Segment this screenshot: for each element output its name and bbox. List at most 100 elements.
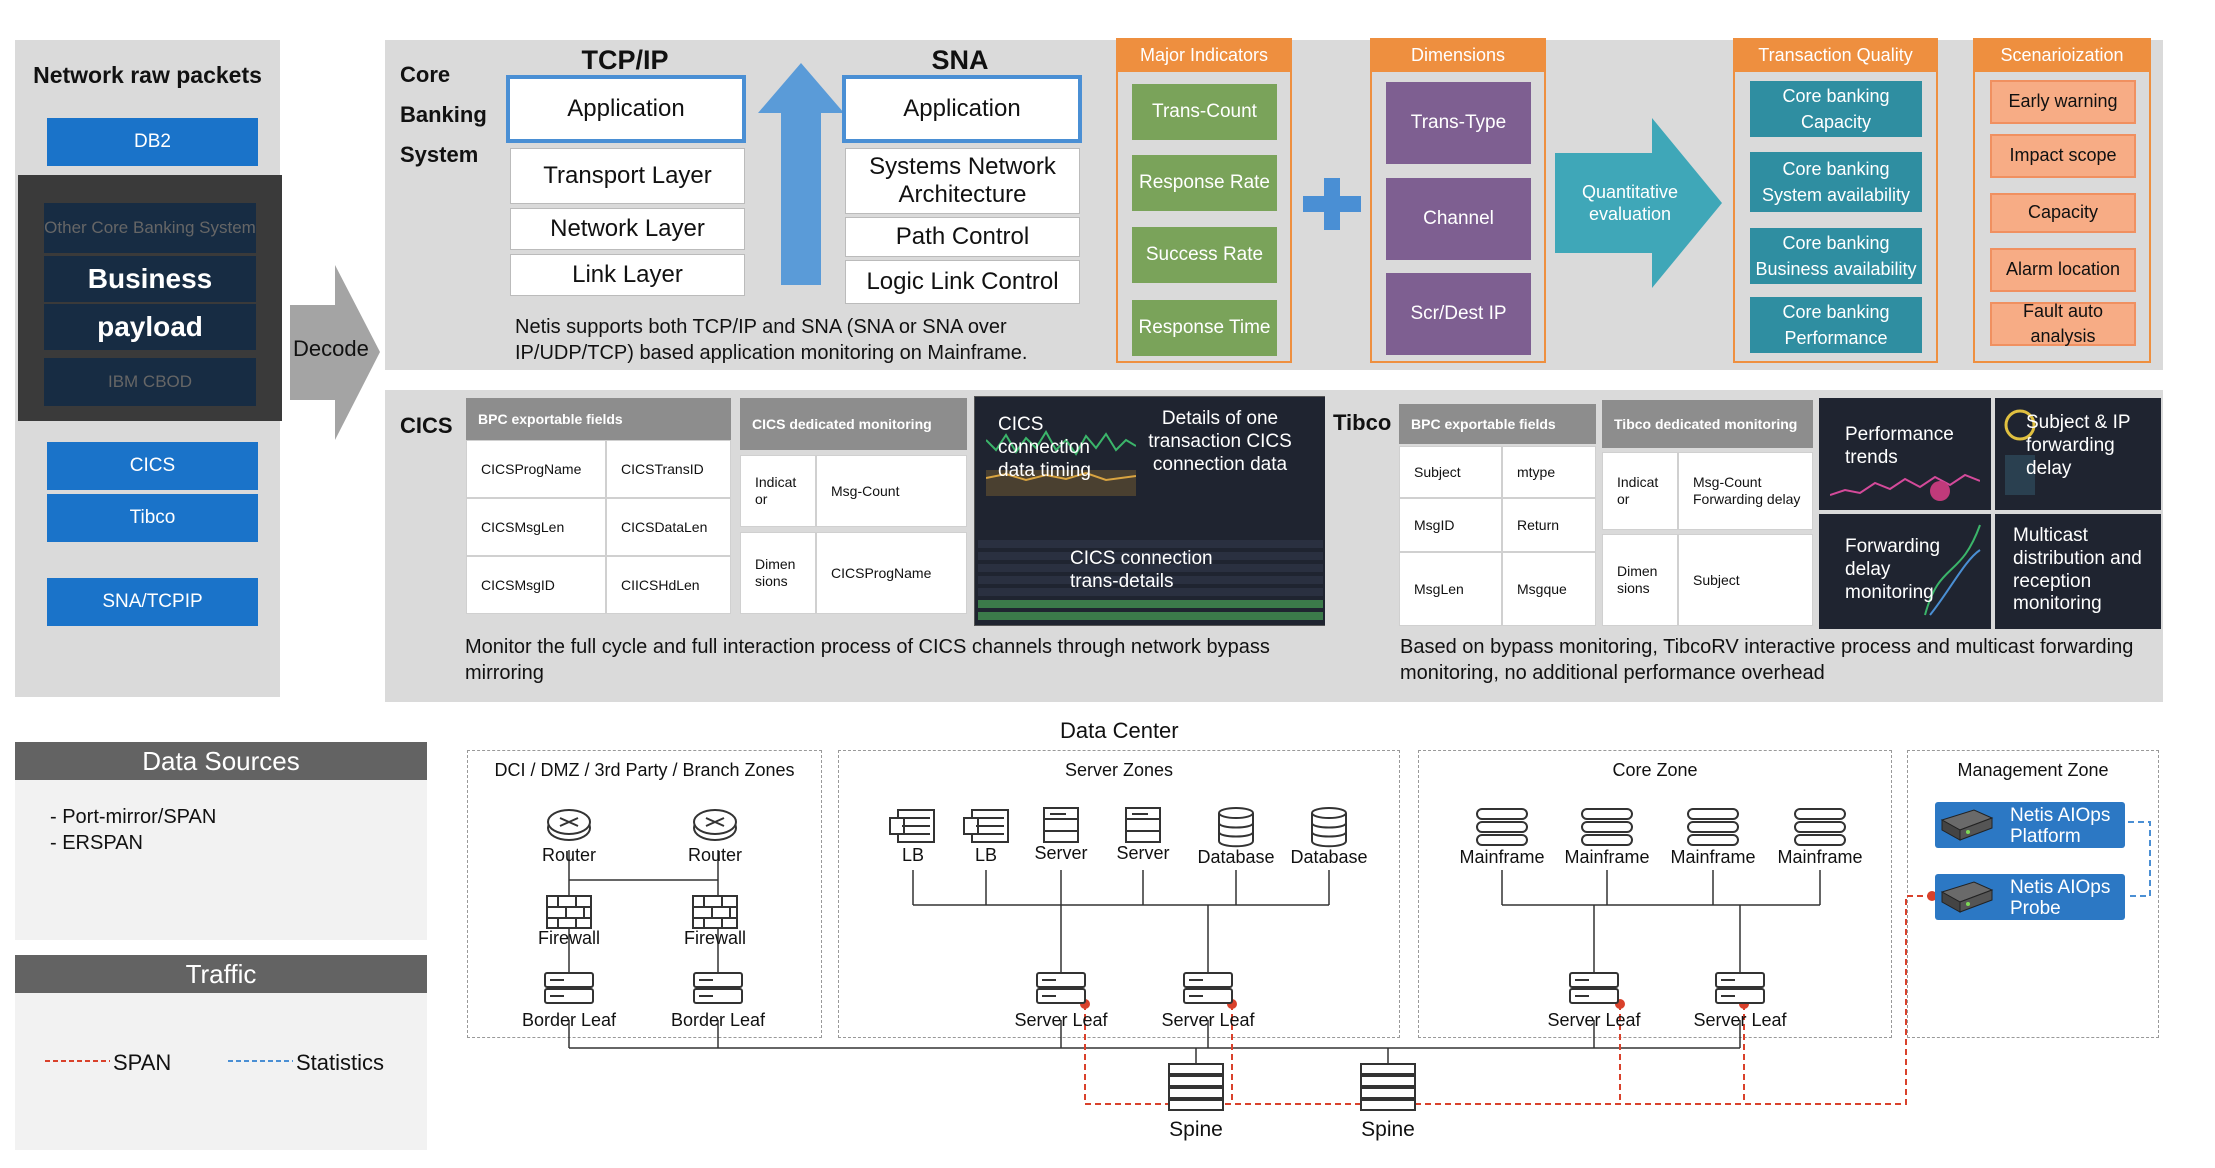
cics-dedicated-cell: Dimen sions	[740, 532, 816, 614]
db2-box: DB2	[47, 118, 258, 166]
raw-packets-title: Network raw packets	[33, 61, 262, 88]
indicator-box: Response Rate	[1132, 155, 1277, 211]
mainframe-label: Mainframe	[1670, 847, 1756, 867]
core-note: Netis supports both TCP/IP and SNA (SNA …	[515, 316, 1028, 364]
cics-bpc-cell: CICSMsgID	[466, 556, 606, 614]
tibco-dedicated-cell: Subject	[1678, 534, 1813, 626]
data-source-item: - Port-mirror/SPAN	[50, 806, 217, 828]
dimension-box: Scr/Dest IP	[1386, 273, 1531, 355]
tibco-bpc-header: BPC exportable fields	[1399, 404, 1596, 444]
netis-probe-label: Netis AIOps Probe	[2010, 877, 2111, 919]
business-box: Business	[44, 256, 256, 302]
tibco-dedicated-cell: Dimen sions	[1602, 534, 1678, 626]
mainframe-icon	[1794, 808, 1846, 846]
spine-switch-icon	[1360, 1063, 1416, 1111]
server-leaf-label: Server Leaf	[1693, 1010, 1787, 1030]
server-zone	[838, 750, 1400, 1038]
firewall-icon	[692, 895, 738, 929]
switch-icon	[1183, 972, 1233, 1004]
cics-table-rows-icon	[978, 540, 1323, 620]
sna-tcpip-box: SNA/TCPIP	[47, 578, 258, 626]
quant-label: Quantitative evaluation	[1581, 182, 1679, 224]
dmz-zone-title: DCI / DMZ / 3rd Party / Branch Zones	[494, 760, 795, 780]
server-zone-title: Server Zones	[1064, 760, 1174, 780]
server-leaf-label: Server Leaf	[1014, 1010, 1108, 1030]
tcpip-layer: Application	[506, 75, 746, 143]
management-zone-title: Management Zone	[1957, 760, 2109, 780]
sna-layer: Application	[842, 75, 1082, 143]
core-title-line: Core	[400, 62, 451, 87]
ibm-cbod-box: IBM CBOD	[44, 358, 256, 406]
tcpip-layer: Link Layer	[510, 254, 745, 296]
indicator-box: Success Rate	[1132, 227, 1277, 283]
scen-box: Alarm location	[1990, 248, 2136, 292]
dimension-box: Trans-Type	[1386, 82, 1531, 164]
tcpip-title: TCP/IP	[581, 44, 669, 75]
core-zone-title: Core Zone	[1612, 760, 1698, 780]
mainframe-label: Mainframe	[1777, 847, 1863, 867]
router-label: Router	[541, 845, 597, 865]
tibco-bpc-cell: MsgID	[1399, 498, 1502, 552]
tibco-shot-label-3: Forwarding delay monitoring	[1845, 536, 1941, 603]
data-center-title: Data Center	[1060, 718, 1179, 743]
server-leaf-label: Server Leaf	[1547, 1010, 1641, 1030]
traffic-header: Traffic	[15, 955, 427, 993]
tibco-dedicated-header: Tibco dedicated monitoring	[1602, 400, 1813, 448]
switch-icon	[1715, 972, 1765, 1004]
mainframe-icon	[1581, 808, 1633, 846]
tcpip-layer: Network Layer	[510, 208, 745, 250]
decode-label: Decode	[293, 336, 369, 361]
dimensions-header: Dimensions	[1370, 38, 1546, 72]
mainframe-label: Mainframe	[1459, 847, 1545, 867]
cics-source-box: CICS	[47, 442, 258, 490]
firewall-label: Firewall	[683, 928, 746, 948]
core-zone	[1418, 750, 1892, 1038]
cics-dedicated-cell: CICSProgName	[816, 532, 967, 614]
server-label: Server	[1034, 843, 1088, 863]
quality-box: Core banking System availability	[1750, 152, 1922, 212]
data-sources-header: Data Sources	[15, 742, 427, 780]
netis-platform-label: Netis AIOps Platform	[2010, 805, 2111, 847]
load-balancer-icon	[963, 809, 1009, 843]
cics-bpc-cell: CICSTransID	[606, 440, 731, 498]
spine-label: Spine	[1169, 1118, 1223, 1141]
scen-box: Fault auto analysis	[1990, 301, 2136, 346]
other-core-box: Other Core Banking System	[44, 203, 256, 253]
border-leaf-label: Border Leaf	[670, 1010, 766, 1030]
cics-bpc-header: BPC exportable fields	[466, 398, 731, 440]
tibco-dedicated-cell: Indicat or	[1602, 452, 1678, 530]
tibco-bpc-cell: Msgque	[1502, 552, 1596, 626]
quant-arrow-icon	[1555, 118, 1722, 288]
appliance-icon	[1940, 809, 1994, 841]
indicator-box: Response Time	[1132, 300, 1277, 356]
scen-box: Early warning	[1990, 80, 2136, 124]
mainframe-icon	[1476, 808, 1528, 846]
scen-box: Capacity	[1990, 193, 2136, 233]
data-source-item: - ERSPAN	[50, 832, 143, 854]
tibco-source-box: Tibco	[47, 494, 258, 542]
server-leaf-label: Server Leaf	[1161, 1010, 1255, 1030]
dimension-box: Channel	[1386, 178, 1531, 260]
tibco-shot-label-2: Subject & IP forwarding delay	[2026, 412, 2131, 479]
border-leaf-label: Border Leaf	[521, 1010, 617, 1030]
router-icon	[693, 809, 737, 841]
tcpip-layer: Transport Layer	[510, 148, 745, 204]
tibco-dedicated-cell: Msg-Count Forwarding delay	[1678, 452, 1813, 530]
stats-line-icon	[228, 1060, 293, 1062]
cics-bpc-cell: CICSMsgLen	[466, 498, 606, 556]
decode-arrow-icon	[290, 265, 380, 440]
sna-layer: Logic Link Control	[845, 260, 1080, 304]
cics-screenshot	[974, 396, 1326, 626]
tibco-bpc-cell: Return	[1502, 498, 1596, 552]
major-indicators-header: Major Indicators	[1116, 38, 1292, 72]
firewall-icon	[546, 895, 592, 929]
firewall-label: Firewall	[537, 928, 600, 948]
tibco-shot-label-1: Performance trends	[1845, 424, 1954, 468]
sna-title: SNA	[931, 44, 989, 75]
switch-icon	[1569, 972, 1619, 1004]
sna-layer: Systems Network Architecture	[845, 148, 1080, 214]
lb-label: LB	[974, 845, 998, 865]
tibco-bpc-cell: MsgLen	[1399, 552, 1502, 626]
stats-legend-label: Statistics	[296, 1050, 385, 1075]
